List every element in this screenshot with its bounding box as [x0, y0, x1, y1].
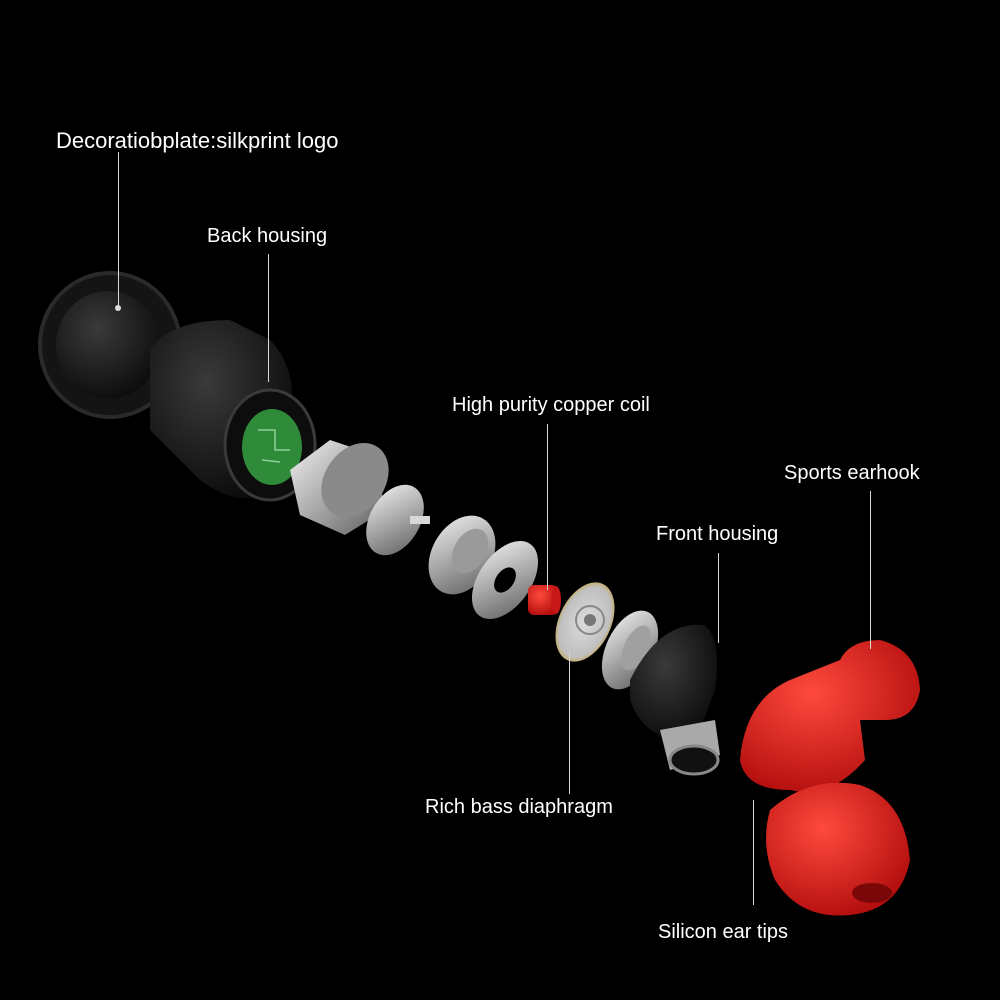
leader-back-housing	[268, 254, 269, 382]
metal-cup	[290, 440, 389, 535]
label-bass-diaphragm: Rich bass diaphragm	[425, 796, 613, 818]
leader-ear-tips	[753, 800, 754, 905]
label-back-housing: Back housing	[207, 225, 328, 247]
leader-bass-diaphragm	[569, 652, 570, 794]
copper-coil	[528, 585, 561, 615]
label-copper-coil: High purity copper coil	[452, 394, 650, 416]
leader-sports-earhook	[870, 491, 871, 649]
label-sports-earhook: Sports earhook	[784, 462, 920, 484]
sports-earhook	[740, 640, 920, 792]
silicon-ear-tips	[766, 782, 910, 916]
label-ear-tips: Silicon ear tips	[658, 921, 789, 943]
small-disk	[366, 484, 430, 556]
back-housing	[150, 320, 317, 502]
washer	[471, 540, 539, 620]
diaphragm	[555, 582, 615, 662]
decoration-plate	[38, 271, 182, 419]
leader-copper-coil	[547, 424, 548, 590]
front-housing	[630, 624, 720, 776]
label-decoration-plate: Decoratiobplate:silkprint logo	[56, 128, 339, 153]
label-front-housing: Front housing	[656, 523, 779, 545]
leader-front-housing	[718, 553, 719, 643]
leader-decoration-plate	[118, 152, 119, 310]
